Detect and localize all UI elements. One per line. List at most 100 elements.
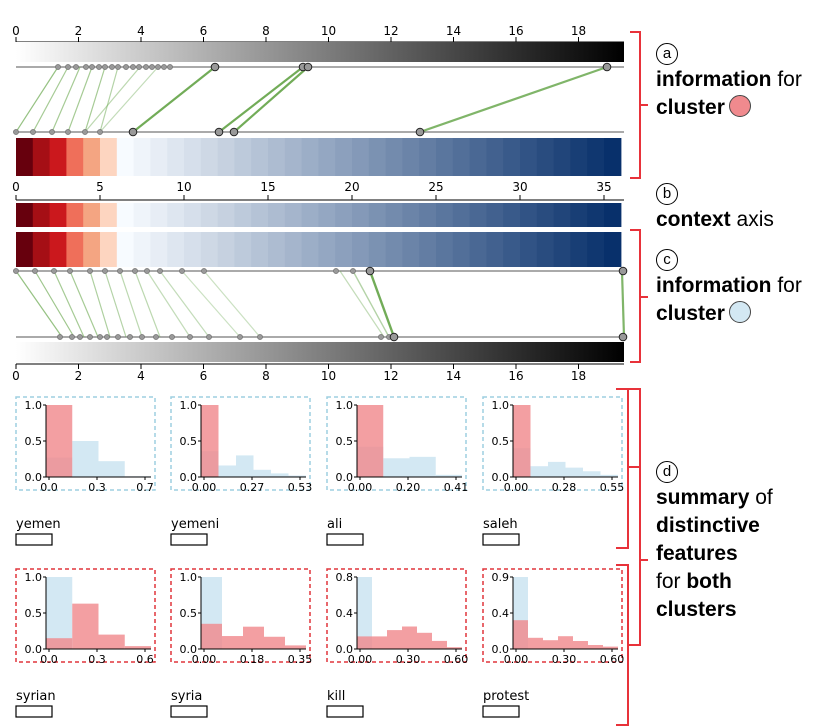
x-tick-label: 0.7 [136,481,154,494]
link-point [102,64,108,70]
link-point [13,268,19,274]
legend-brackets [616,31,648,726]
link-line [233,66,309,133]
x-tick-label: 0.18 [240,653,265,666]
top-tick-label: 6 [200,24,208,38]
heat-cell [150,232,168,267]
heat-cell [301,232,319,267]
heat-cell [32,232,51,267]
red-bar [285,645,306,649]
context-heat-strip-top [16,138,622,176]
heat-cell [469,232,487,267]
context-tick-label: 30 [512,180,527,194]
blue-bar [218,465,236,477]
blue-bar [583,471,601,477]
y-tick-label: 0.0 [25,471,43,484]
link-point-major [365,266,375,276]
heat-cell [436,232,454,267]
context-tick-label: 15 [260,180,275,194]
link-line [15,270,63,338]
feature-label: syrian [16,689,56,704]
link-line [339,270,385,338]
red-bar [558,636,573,649]
histogram-frame [326,396,467,491]
link-line [51,66,81,133]
link-point [115,334,121,340]
x-tick-label: 0.3 [88,481,106,494]
legend-c-bold-2: cluster [656,302,725,325]
heat-cell [335,138,353,176]
histogram-frame [15,396,156,491]
link-point-major [618,332,628,342]
link-point-major [229,127,239,137]
link-line [99,66,159,133]
heat-cell [167,203,185,227]
heat-cell [318,232,336,267]
x-tick-label: 0.30 [552,653,577,666]
red-bar [357,405,384,477]
heat-cell [587,203,605,227]
histogram-frame [170,396,311,491]
legend-c-text-1: for [771,274,802,297]
red-bar [72,603,99,649]
link-point [350,268,356,274]
y-tick-label: 0.5 [180,607,198,620]
heat-cell [402,203,420,227]
link-point [132,268,138,274]
histogram-frame [482,568,623,663]
blue-bar [383,458,410,477]
y-tick-label: 0.9 [492,571,510,584]
feature-label: yemen [16,517,61,532]
legend-d-bold-3: features [656,542,738,565]
heat-cell [368,138,387,176]
blue-bar [236,455,254,477]
y-tick-label: 1.0 [180,571,198,584]
link-line [15,66,59,133]
heat-cell [268,203,286,227]
link-point [257,334,263,340]
link-point [83,64,89,70]
heat-cell [268,138,286,176]
heat-cell [352,203,370,227]
top-gray-bar [16,42,624,62]
context-heat-strip-bottom [16,232,622,267]
y-tick-label: 1.0 [336,399,354,412]
link-point [130,64,136,70]
link-point-major [602,62,612,72]
bracket-line [630,229,641,363]
feature-label: protest [483,689,529,704]
heat-cell [268,232,286,267]
heat-cell [520,232,538,267]
link-point [161,64,167,70]
heat-cell [217,203,235,227]
heat-cell [385,232,403,267]
link-line [146,270,191,338]
context-tick-label: 10 [176,180,191,194]
bottom-tick-label: 0 [12,369,20,383]
heat-cell [604,203,622,227]
heat-cell [66,232,84,267]
red-bar [201,623,222,649]
blue-bar [72,441,99,477]
y-tick-label: 0.5 [25,435,43,448]
link-point-major [210,62,220,72]
heat-cell [402,232,420,267]
red-bar [124,646,151,649]
heat-cell [234,138,252,176]
heat-cell [284,232,303,267]
link-point [57,334,63,340]
heat-cell [385,203,403,227]
link-point [139,334,145,340]
heat-cell [234,232,252,267]
heat-cell [200,138,219,176]
link-line [69,270,99,338]
feature-label: saleh [483,517,518,532]
heat-cell [469,203,487,227]
link-point-major [415,127,425,137]
histogram-frame [170,568,311,663]
feature-label: kill [327,689,345,704]
heat-cell [284,138,303,176]
link-line [132,66,216,133]
